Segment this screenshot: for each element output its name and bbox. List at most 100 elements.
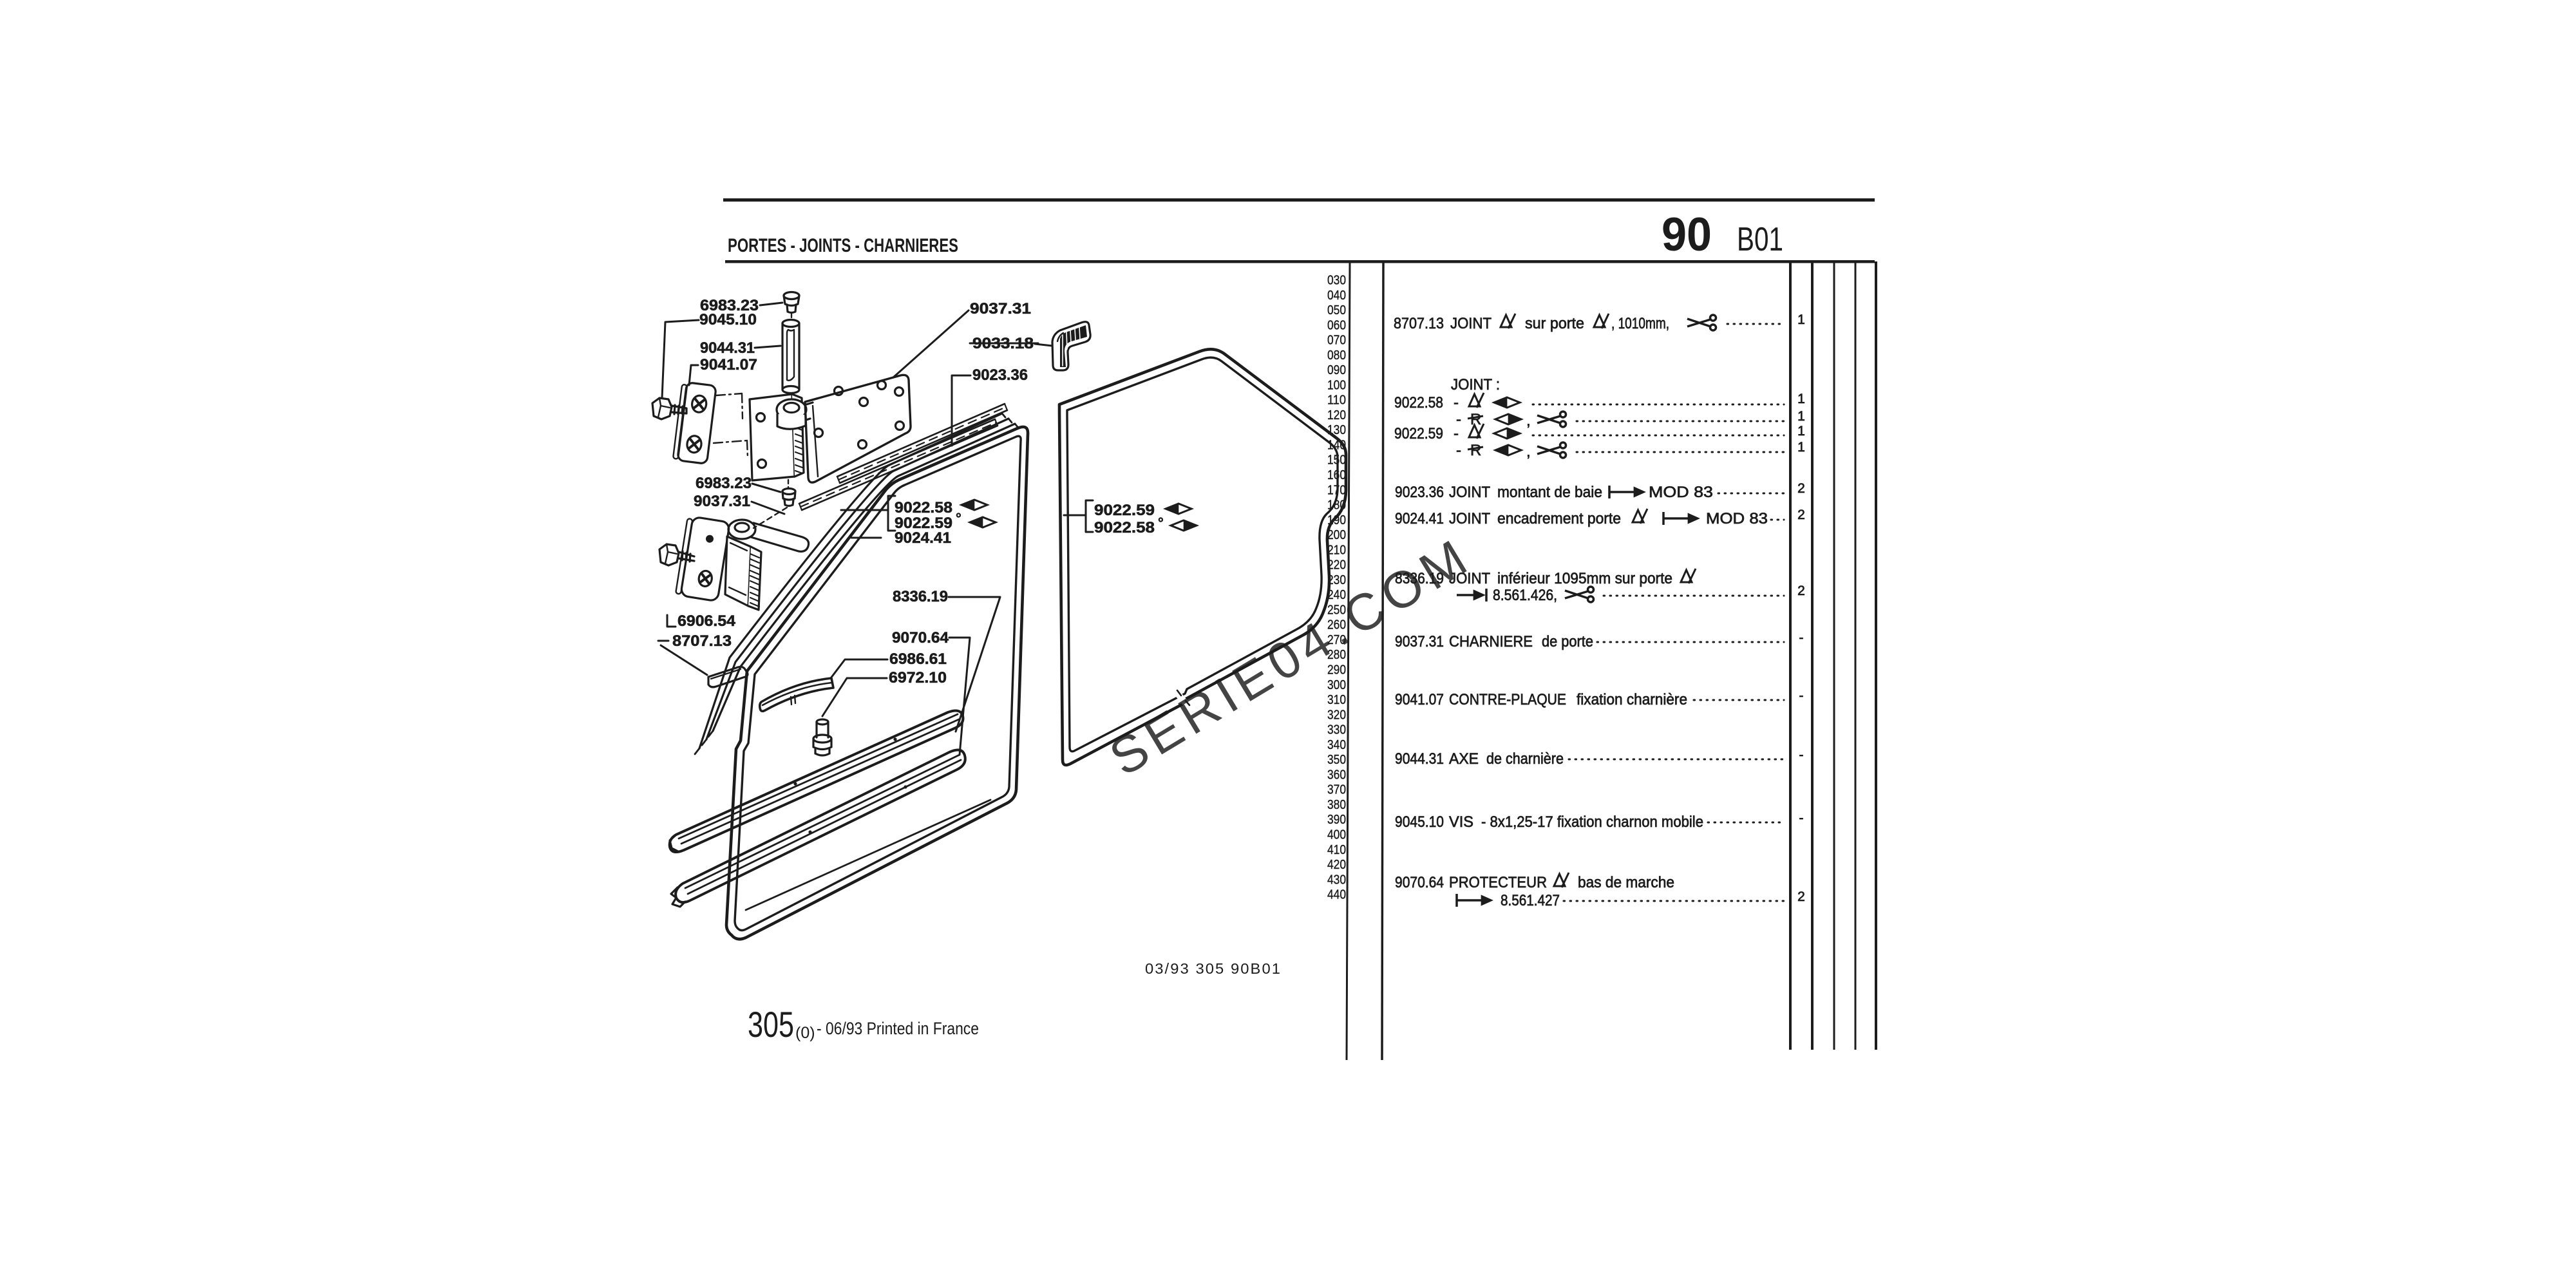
svg-text:1: 1 [1797,392,1805,406]
svg-text:JOINT: JOINT [1450,315,1492,332]
svg-text:370: 370 [1327,783,1346,797]
svg-text:2: 2 [1797,481,1805,496]
svg-text:1: 1 [1797,409,1805,424]
svg-text:,: , [1526,443,1531,460]
svg-text:- 8x1,25-17 fixation charnon m: - 8x1,25-17 fixation charnon mobile [1481,813,1703,831]
svg-text:9037.31: 9037.31 [694,493,750,510]
svg-text:de porte: de porte [1542,633,1593,650]
svg-text:9023.36: 9023.36 [972,366,1028,384]
svg-text:-: - [1454,394,1459,412]
svg-text:120: 120 [1327,408,1346,422]
svg-text:380: 380 [1327,798,1346,812]
svg-text:9037.31: 9037.31 [970,300,1031,317]
svg-text:1: 1 [1797,440,1805,455]
svg-text:montant de baie: montant de baie [1497,484,1602,501]
svg-text:inférieur 1095mm sur porte: inférieur 1095mm sur porte [1497,570,1672,587]
svg-text:320: 320 [1327,708,1346,722]
svg-text:9022.59: 9022.59 [1394,425,1443,442]
svg-text:8707.13: 8707.13 [1394,315,1444,332]
svg-text:250: 250 [1327,603,1346,617]
svg-text:6906.54: 6906.54 [677,612,736,630]
svg-text:240: 240 [1327,588,1346,602]
svg-text:encadrement porte: encadrement porte [1497,510,1621,527]
svg-text:R: R [1470,442,1481,459]
svg-text:410: 410 [1327,843,1346,857]
svg-text:B01: B01 [1737,221,1783,258]
svg-text:330: 330 [1327,723,1346,737]
svg-text:130: 130 [1327,423,1346,437]
svg-text:290: 290 [1327,663,1346,677]
svg-text:bas de marche: bas de marche [1578,874,1674,891]
svg-text:R: R [1470,411,1481,428]
svg-text:6986.61: 6986.61 [889,650,947,668]
svg-text:9070.64: 9070.64 [1395,874,1444,891]
svg-text:9022.59: 9022.59 [1094,502,1155,519]
svg-text:6972.10: 6972.10 [889,669,947,687]
svg-text:PROTECTEUR: PROTECTEUR [1449,874,1547,891]
svg-text:360: 360 [1327,768,1346,782]
svg-text:1: 1 [1797,312,1805,327]
svg-text:9037.31: 9037.31 [1395,633,1444,650]
svg-text:1: 1 [1797,424,1805,439]
svg-text:8.561.426,: 8.561.426, [1493,587,1557,604]
svg-text:430: 430 [1327,873,1346,887]
svg-text:-: - [1799,630,1804,645]
svg-text:- 06/93 Printed in France: - 06/93 Printed in France [817,1019,979,1038]
svg-text:9022.59: 9022.59 [895,515,952,532]
svg-text:280: 280 [1327,648,1346,662]
svg-text:CONTRE-PLAQUE: CONTRE-PLAQUE [1449,691,1566,708]
svg-text:-: - [1456,442,1461,459]
svg-text:2: 2 [1797,889,1805,904]
svg-text:050: 050 [1327,303,1346,317]
svg-text:8336.19: 8336.19 [1395,570,1444,587]
svg-text:040: 040 [1327,289,1346,303]
svg-text:JOINT: JOINT [1449,484,1490,501]
svg-text:420: 420 [1327,858,1346,872]
svg-text:6983.23: 6983.23 [696,475,752,492]
svg-text:-: - [1799,811,1804,826]
svg-text:6983.23: 6983.23 [700,297,759,314]
svg-text:9044.31: 9044.31 [1395,750,1444,768]
svg-text:390: 390 [1327,813,1346,827]
svg-text:sur porte: sur porte [1525,315,1584,332]
svg-text:400: 400 [1327,828,1346,842]
svg-text:9024.41: 9024.41 [895,529,951,547]
svg-text:230: 230 [1327,573,1346,587]
svg-text:305: 305 [748,1004,794,1045]
svg-text:,: , [1526,412,1531,430]
svg-text:210: 210 [1327,543,1346,557]
svg-text:8336.19: 8336.19 [893,588,948,605]
svg-text:JOINT: JOINT [1449,570,1490,587]
svg-text:2: 2 [1797,507,1805,522]
svg-text:9022.58: 9022.58 [895,499,952,516]
svg-text:110: 110 [1327,393,1346,408]
svg-text:270: 270 [1327,633,1346,647]
svg-text:SERIE04.COM: SERIE04.COM [1100,529,1477,787]
svg-text:9023.36: 9023.36 [1395,484,1444,501]
svg-text:CHARNIERE: CHARNIERE [1449,633,1533,650]
svg-text:de charnière: de charnière [1486,750,1564,768]
svg-text:AXE: AXE [1449,750,1479,768]
svg-text:2: 2 [1797,583,1805,598]
svg-text:080: 080 [1327,348,1346,363]
svg-text:(0): (0) [795,1024,815,1042]
svg-text:8.561.427: 8.561.427 [1501,892,1560,909]
svg-text:MOD 83: MOD 83 [1706,510,1768,527]
svg-text:90: 90 [1662,209,1712,261]
svg-text:310: 310 [1327,693,1346,707]
svg-text:090: 090 [1327,363,1346,377]
svg-text:-: - [1799,688,1804,703]
svg-text:-: - [1456,411,1461,428]
svg-text:JOINT: JOINT [1449,510,1490,527]
svg-text:030: 030 [1327,274,1346,288]
svg-text:9045.10: 9045.10 [699,311,757,328]
svg-text:340: 340 [1327,738,1346,752]
svg-text:03/93 305 90B01: 03/93 305 90B01 [1145,960,1282,977]
svg-text:9041.07: 9041.07 [1395,691,1444,708]
svg-text:°: ° [1158,515,1164,531]
svg-text:MOD 83: MOD 83 [1649,484,1713,501]
svg-text:, 1010mm,: , 1010mm, [1611,315,1669,332]
svg-text:070: 070 [1327,334,1346,348]
svg-text:9022.58: 9022.58 [1394,394,1443,412]
svg-text:440: 440 [1327,888,1346,902]
